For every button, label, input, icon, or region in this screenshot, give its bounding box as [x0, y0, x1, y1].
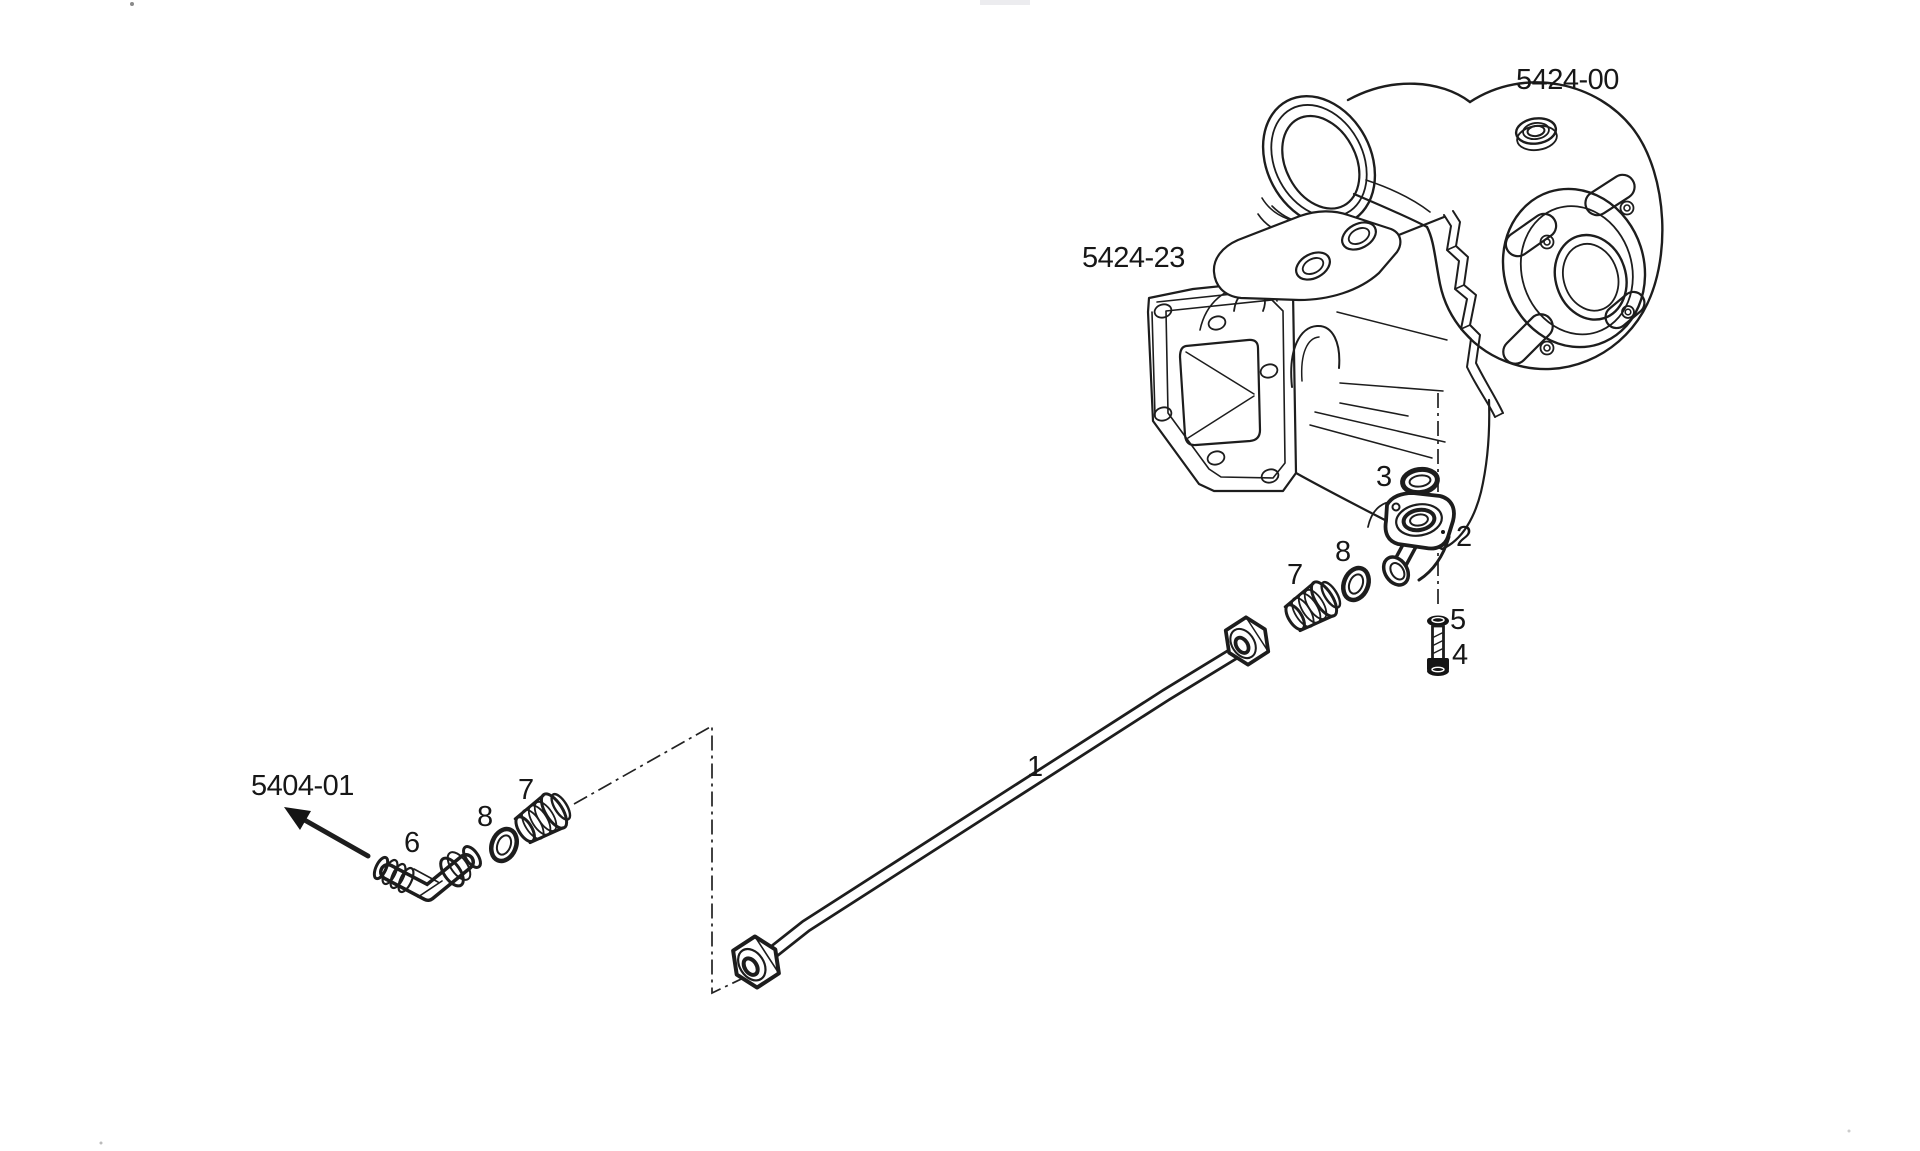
top-boss-cap	[1514, 117, 1558, 152]
part-ref-5404-01: 5404-01	[251, 770, 354, 802]
part-ref-5424-00: 5424-00	[1516, 64, 1619, 96]
part-ref-5424-23: 5424-23	[1082, 242, 1185, 274]
bolt-part-4	[1427, 624, 1449, 676]
flange-bolt-holes	[1539, 200, 1635, 356]
union-fitting-part-7-left	[513, 792, 572, 845]
callout-8-right: 8	[1335, 536, 1351, 568]
o-ring-part-8-left	[489, 826, 519, 864]
callout-7-left: 7	[518, 774, 534, 806]
union-fitting-part-7-right	[1283, 580, 1342, 633]
pipe-nut-bottom	[731, 934, 781, 990]
boss-port-holes	[1295, 221, 1377, 281]
round-flange	[1501, 187, 1647, 349]
callout-4: 4	[1452, 639, 1468, 671]
callout-3: 3	[1376, 461, 1392, 493]
pipe-nut-top	[1223, 615, 1271, 667]
centerline-left	[573, 724, 759, 995]
reference-arrow	[284, 807, 371, 859]
front-flange-bolt-holes	[1153, 303, 1280, 484]
scan-artifacts	[99, 0, 1851, 1145]
callout-7-right: 7	[1287, 559, 1303, 591]
elbow-fitting-part-6	[372, 845, 482, 902]
housing-5424-00	[1257, 81, 1664, 371]
pipe-part-1	[731, 615, 1271, 990]
callout-8-left: 8	[477, 801, 493, 833]
callout-6: 6	[404, 827, 420, 859]
callout-5: 5	[1450, 604, 1466, 636]
flange-ear-lugs	[1502, 173, 1646, 365]
callout-1: 1	[1027, 751, 1043, 783]
banjo-elbow-part-2	[1381, 491, 1456, 587]
housing-5424-23	[1146, 210, 1491, 551]
o-ring-part-8-right	[1341, 565, 1371, 603]
labels: 5424-00 5424-23 5404-01 1 2 3 4 5 6 7 8 …	[251, 64, 1619, 859]
callout-2: 2	[1456, 521, 1472, 553]
washer-part-5	[1427, 615, 1449, 627]
arrowhead	[284, 807, 311, 830]
